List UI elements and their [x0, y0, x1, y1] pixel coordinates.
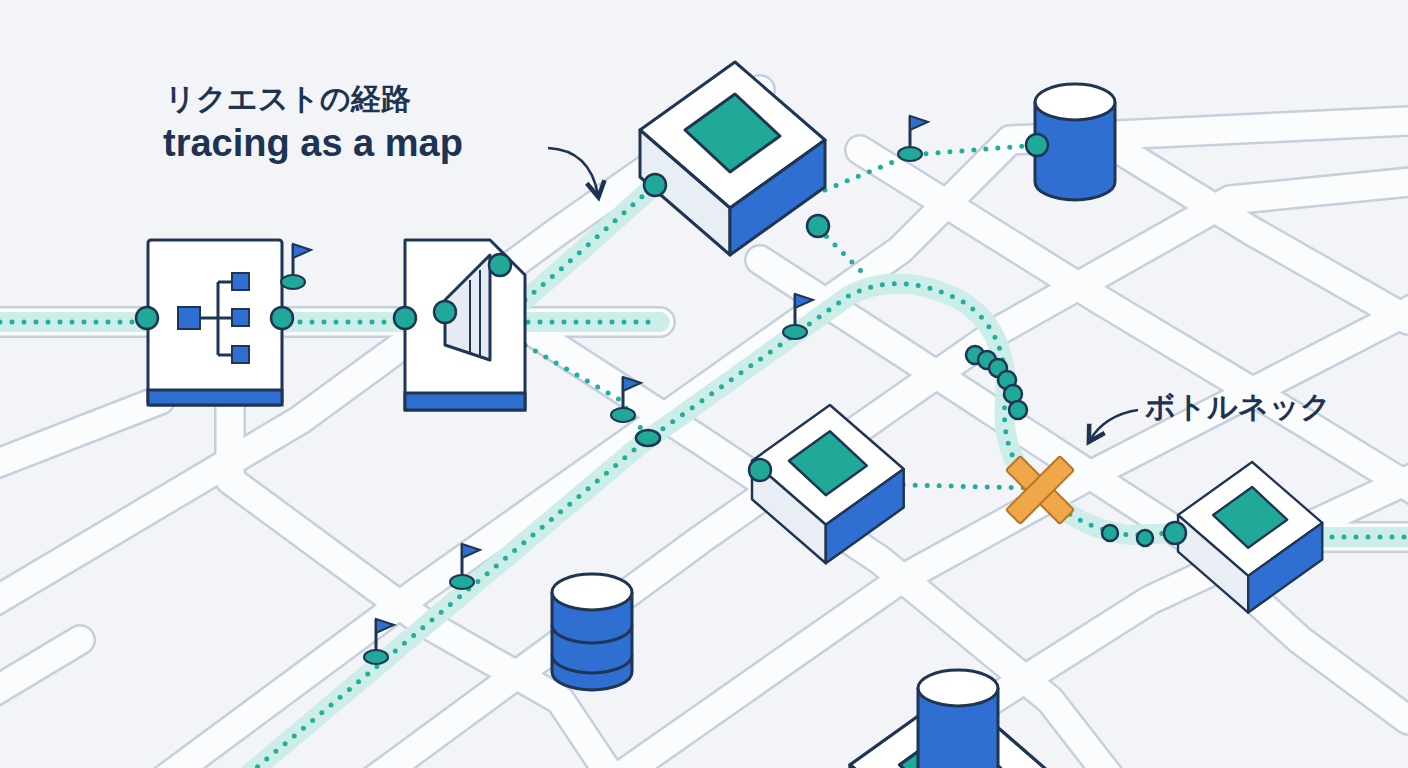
- flag-marker: [364, 619, 394, 664]
- dotted-route: [0, 185, 660, 322]
- database-cylinder: [552, 574, 632, 690]
- flag-marker: [783, 294, 813, 339]
- callout-arrow: [1090, 410, 1138, 440]
- flag-marker: [450, 544, 480, 589]
- callout-arrow: [548, 148, 598, 195]
- path-band: [0, 185, 660, 322]
- flag-marker: [281, 244, 311, 289]
- load-balancer: [148, 240, 282, 405]
- service-cube: [1178, 462, 1322, 613]
- service-cube: [752, 405, 904, 563]
- heading-label: リクエストの経路: [165, 82, 411, 117]
- flag-marker: [898, 116, 928, 161]
- callout-label: ボトルネック: [1145, 390, 1331, 425]
- db-rings: [552, 625, 632, 673]
- bottleneck-mark: [986, 436, 1093, 543]
- flag-marker: [611, 377, 641, 422]
- request-paths: [0, 145, 1408, 768]
- span-dots: [136, 134, 1186, 546]
- flags: [281, 116, 928, 664]
- gateway-box: [405, 240, 525, 410]
- heading-label: tracing as a map: [163, 122, 463, 166]
- service-cube: [640, 62, 825, 255]
- database-cylinder: [918, 670, 998, 768]
